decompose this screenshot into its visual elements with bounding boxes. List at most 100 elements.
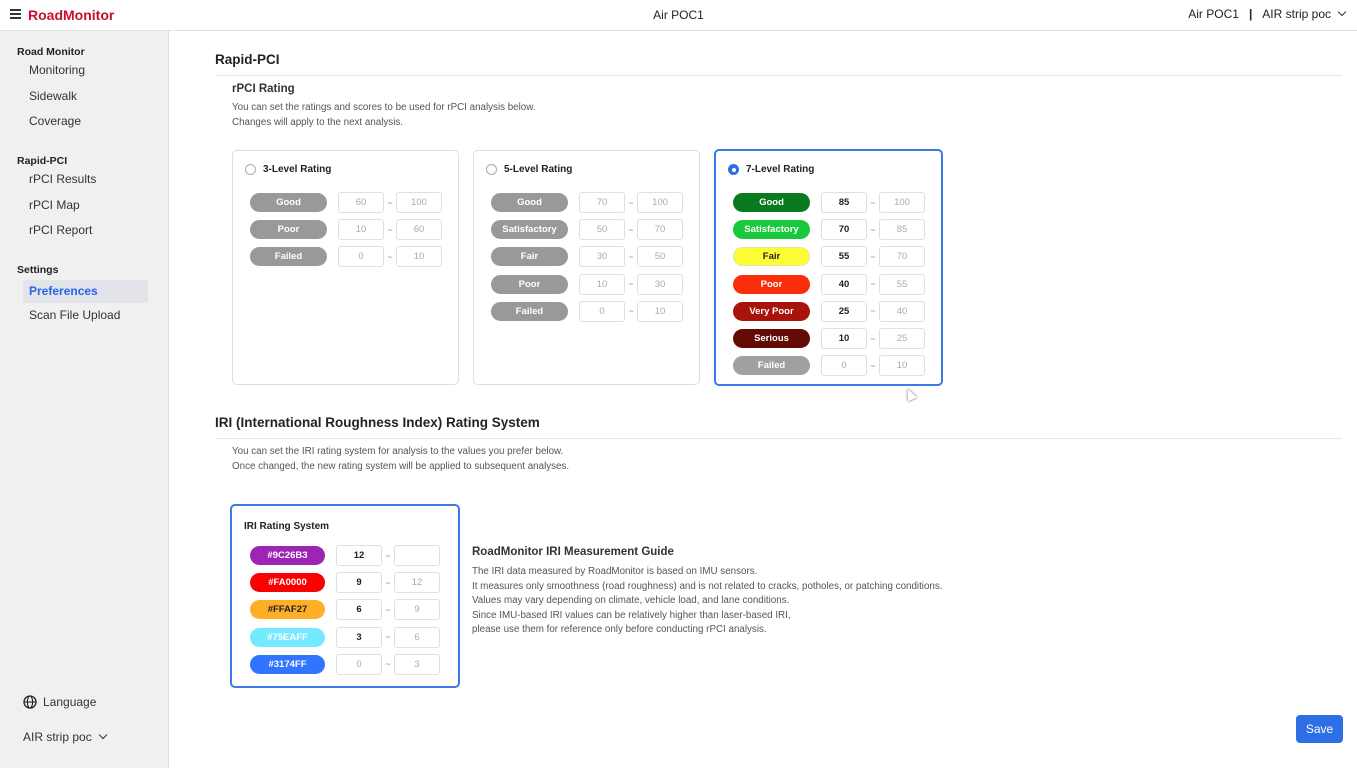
range-to-input: 10	[879, 355, 925, 377]
range-tilde: ~	[628, 251, 634, 262]
sidebar-item-rpci-results[interactable]: rPCI Results	[29, 172, 97, 186]
range-tilde: ~	[385, 632, 391, 643]
iri-from-input[interactable]: 3	[336, 626, 382, 648]
radio-3-level[interactable]: 3-Level Rating	[245, 164, 331, 175]
radio-button-selected[interactable]	[728, 164, 739, 175]
range-tilde: ~	[628, 197, 634, 208]
sidebar-item-sidewalk[interactable]: Sidewalk	[29, 88, 78, 103]
range-to-input: 40	[879, 300, 925, 322]
org-selector[interactable]: AIR strip poc	[1262, 7, 1347, 21]
iri-color-pill[interactable]: #9C26B3	[250, 546, 325, 566]
guide-line: It measures only smoothness (road roughn…	[472, 580, 943, 592]
range-from-input[interactable]: 40	[821, 273, 867, 295]
range-from-input[interactable]: 55	[821, 246, 867, 268]
sidebar-item-preferences[interactable]: Preferences	[23, 280, 148, 303]
range-tilde: ~	[628, 224, 634, 235]
range-from-input[interactable]: 70	[821, 219, 867, 241]
rating-pill: Satisfactory	[491, 220, 568, 240]
iri-description: You can set the IRI rating system for an…	[232, 445, 569, 474]
rating-row: Fair 30~50	[491, 243, 683, 270]
radio-label: 7-Level Rating	[746, 164, 815, 175]
radio-7-level[interactable]: 7-Level Rating	[728, 164, 814, 175]
range-tilde: ~	[870, 279, 876, 290]
header-separator: |	[1248, 7, 1253, 21]
preferences-content: Rapid-PCI rPCI Rating You can set the ra…	[170, 31, 1357, 768]
range-tilde: ~	[870, 251, 876, 262]
divider	[215, 438, 1342, 439]
rpci-rating-subheading: rPCI Rating	[232, 83, 295, 95]
radio-button[interactable]	[245, 164, 256, 175]
range-to-input: 85	[879, 219, 925, 241]
radio-button[interactable]	[486, 164, 497, 175]
iri-color-pill[interactable]: #3174FF	[250, 654, 325, 674]
sidebar-item-rpci-report[interactable]: rPCI Report	[29, 223, 93, 238]
divider	[215, 75, 1342, 76]
iri-to-input: 12	[394, 572, 440, 594]
range-from-input: 0	[338, 246, 384, 268]
range-tilde: ~	[870, 306, 876, 317]
guide-line: Since IMU-based IRI values can be relati…	[472, 609, 791, 621]
radio-5-level[interactable]: 5-Level Rating	[486, 164, 572, 175]
sidebar-item-monitoring[interactable]: Monitoring	[29, 63, 86, 77]
rapid-pci-heading: Rapid-PCI	[215, 52, 280, 67]
rpci-description: You can set the ratings and scores to be…	[232, 101, 536, 130]
org-selector-label: AIR strip poc	[1262, 7, 1331, 21]
rating-pill: Poor	[250, 220, 327, 240]
iri-color-pill[interactable]: #FFAF27	[250, 600, 325, 620]
rating-pill: Serious	[733, 329, 810, 349]
rating-pill: Failed	[733, 356, 810, 376]
brand-logo[interactable]: RoadMonitor	[28, 7, 115, 23]
range-tilde: ~	[387, 224, 393, 235]
iri-from-input[interactable]: 9	[336, 572, 382, 594]
iri-from-input[interactable]: 12	[336, 545, 382, 567]
page-context-title: Air POC1	[653, 8, 704, 22]
iri-color-pill[interactable]: #FA0000	[250, 573, 325, 593]
range-from-input: 0	[579, 300, 625, 322]
rating-pill: Fair	[491, 247, 568, 267]
range-from-input[interactable]: 10	[821, 328, 867, 350]
range-from-input[interactable]: 25	[821, 300, 867, 322]
rating-pill: Satisfactory	[733, 220, 810, 240]
sidebar-item-rpci-map[interactable]: rPCI Map	[29, 197, 80, 212]
range-tilde: ~	[387, 197, 393, 208]
range-to-input: 60	[396, 219, 442, 241]
range-from-input: 30	[579, 246, 625, 268]
sidebar-item-coverage[interactable]: Coverage	[29, 114, 82, 129]
sidebar-org-label: AIR strip poc	[23, 730, 92, 744]
iri-color-pill[interactable]: #75EAFF	[250, 627, 325, 647]
iri-to-input: 6	[394, 626, 440, 648]
range-to-input: 50	[637, 246, 683, 268]
sidebar: Road Monitor Monitoring Sidewalk Coverag…	[0, 31, 169, 768]
sidebar-org-selector[interactable]: AIR strip poc	[23, 730, 107, 744]
iri-description-line-1: You can set the IRI rating system for an…	[232, 446, 564, 457]
top-bar: RoadMonitor Air POC1 Air POC1 | AIR stri…	[0, 0, 1357, 31]
rpci-description-line-1: You can set the ratings and scores to be…	[232, 102, 536, 113]
iri-heading: IRI (International Roughness Index) Rati…	[215, 415, 540, 430]
range-tilde: ~	[385, 604, 391, 615]
rating-pill: Good	[733, 193, 810, 213]
range-from-input: 60	[338, 192, 384, 214]
sidebar-section-road-monitor: Road Monitor	[17, 46, 85, 58]
range-from-input[interactable]: 85	[821, 192, 867, 214]
sidebar-item-scan-file-upload[interactable]: Scan File Upload	[29, 308, 121, 322]
range-tilde: ~	[870, 197, 876, 208]
language-button[interactable]: Language	[23, 695, 96, 709]
iri-from-input[interactable]: 6	[336, 599, 382, 621]
globe-icon	[23, 695, 37, 709]
range-tilde: ~	[870, 224, 876, 235]
range-to-input: 70	[879, 246, 925, 268]
save-button[interactable]: Save	[1296, 715, 1343, 743]
hamburger-menu-icon[interactable]	[10, 9, 21, 19]
